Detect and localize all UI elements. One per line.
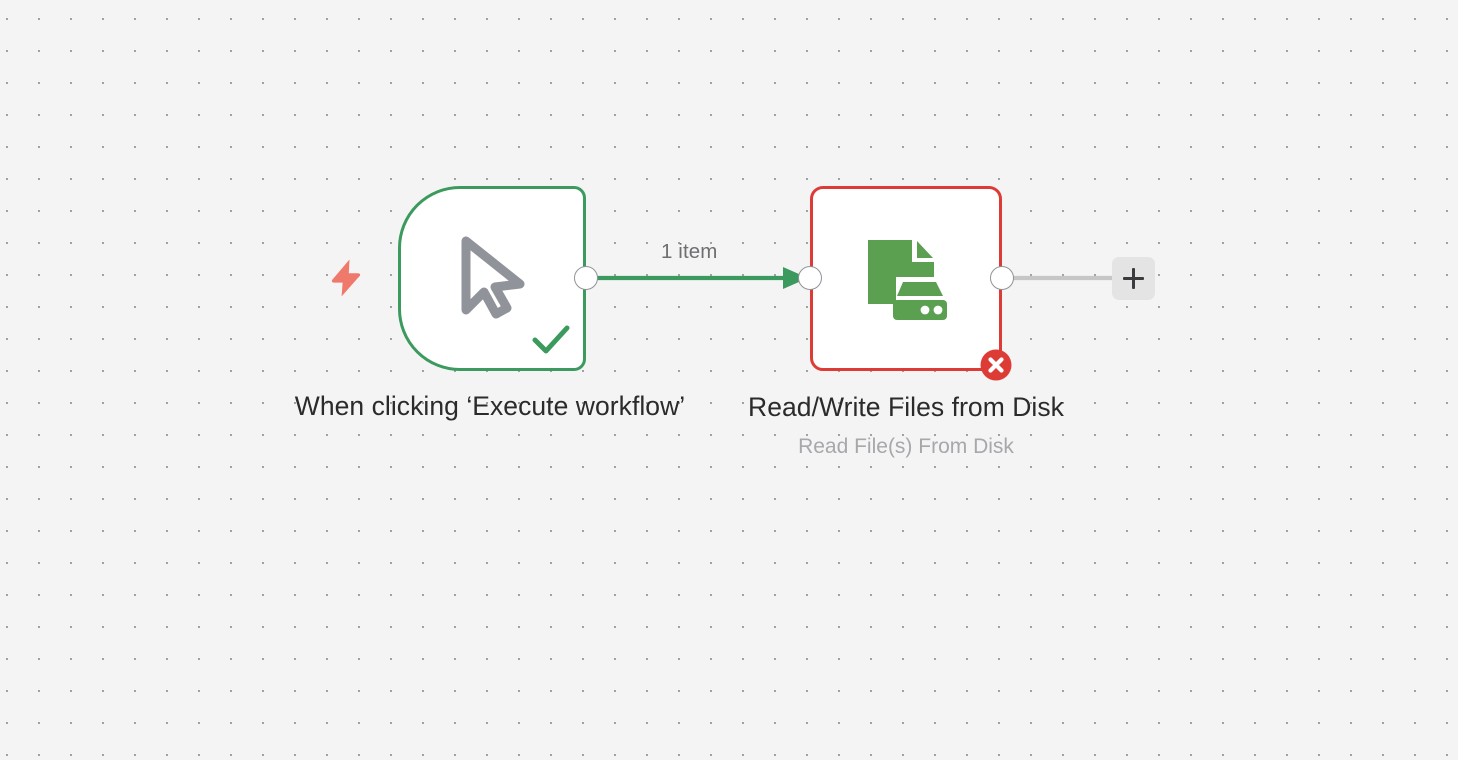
connection-trigger-to-action[interactable] (580, 258, 820, 298)
connection-action-to-add-button[interactable] (996, 258, 1146, 298)
node-when-clicking-execute-workflow[interactable] (398, 186, 586, 371)
trigger-node-title: When clicking ‘Execute workflow’ (294, 391, 686, 421)
status-check-icon (532, 325, 570, 354)
connection-item-count-label: 1 item (661, 240, 718, 263)
node-read-write-files-from-disk[interactable] (810, 186, 1012, 381)
action-output-endpoint[interactable] (990, 266, 1014, 290)
plus-icon-vertical (1131, 268, 1136, 289)
error-circle-x-icon (980, 349, 1012, 381)
action-input-endpoint[interactable] (798, 266, 822, 290)
mouse-pointer-icon (461, 236, 525, 318)
action-node-title: Read/Write Files from Disk (748, 392, 1064, 422)
action-node-label-group: Read/Write Files from Disk Read File(s) … (746, 387, 1066, 462)
lightning-bolt-icon (331, 259, 361, 297)
trigger-output-endpoint[interactable] (574, 266, 598, 290)
trigger-node-label-group: When clicking ‘Execute workflow’ (290, 386, 690, 426)
file-disk-icon (868, 239, 947, 320)
action-node-subtitle: Read File(s) From Disk (798, 435, 1014, 458)
add-node-button[interactable] (1112, 257, 1155, 300)
